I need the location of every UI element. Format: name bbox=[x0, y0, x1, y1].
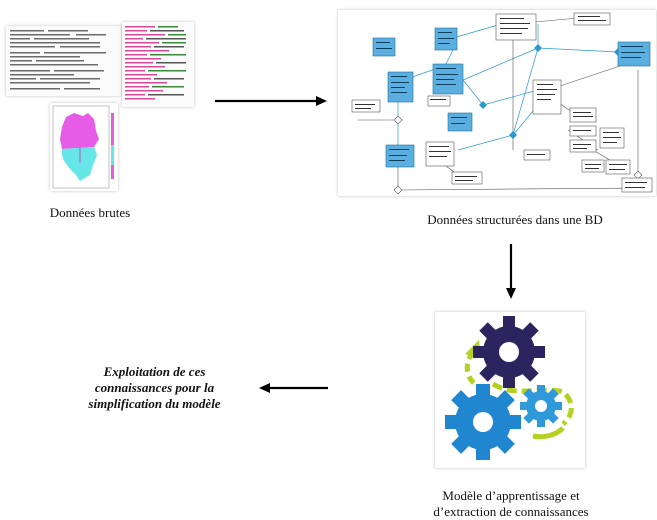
map-plot-icon bbox=[52, 105, 114, 189]
exploitation-line1: Exploitation de ces bbox=[103, 364, 206, 379]
exploitation-line3: simplification du modèle bbox=[88, 396, 221, 411]
structured-data-caption: Données structurées dans une BD bbox=[427, 212, 603, 227]
exploitation-caption: Exploitation de ces connaissances pour l… bbox=[62, 364, 247, 412]
raw-map-plot-thumbnail bbox=[50, 103, 118, 191]
uml-database-schema bbox=[338, 10, 656, 196]
model-caption-line1: Modèle d’apprentissage et bbox=[442, 488, 580, 503]
raw-text-file-thumbnail bbox=[6, 26, 121, 96]
uml-diagram-icon bbox=[351, 12, 653, 195]
code-file-icon bbox=[125, 26, 186, 100]
gears-icon bbox=[445, 316, 574, 460]
exploitation-line2: connaissances pour la bbox=[94, 380, 215, 395]
model-caption-line2: d’extraction de connaissances bbox=[433, 504, 589, 519]
text-file-icon bbox=[10, 30, 106, 90]
raw-code-file-thumbnail bbox=[122, 22, 194, 107]
model-caption: Modèle d’apprentissage et d’extraction d… bbox=[400, 488, 622, 520]
gears-model-image bbox=[435, 312, 585, 468]
raw-data-caption: Données brutes bbox=[49, 205, 131, 220]
